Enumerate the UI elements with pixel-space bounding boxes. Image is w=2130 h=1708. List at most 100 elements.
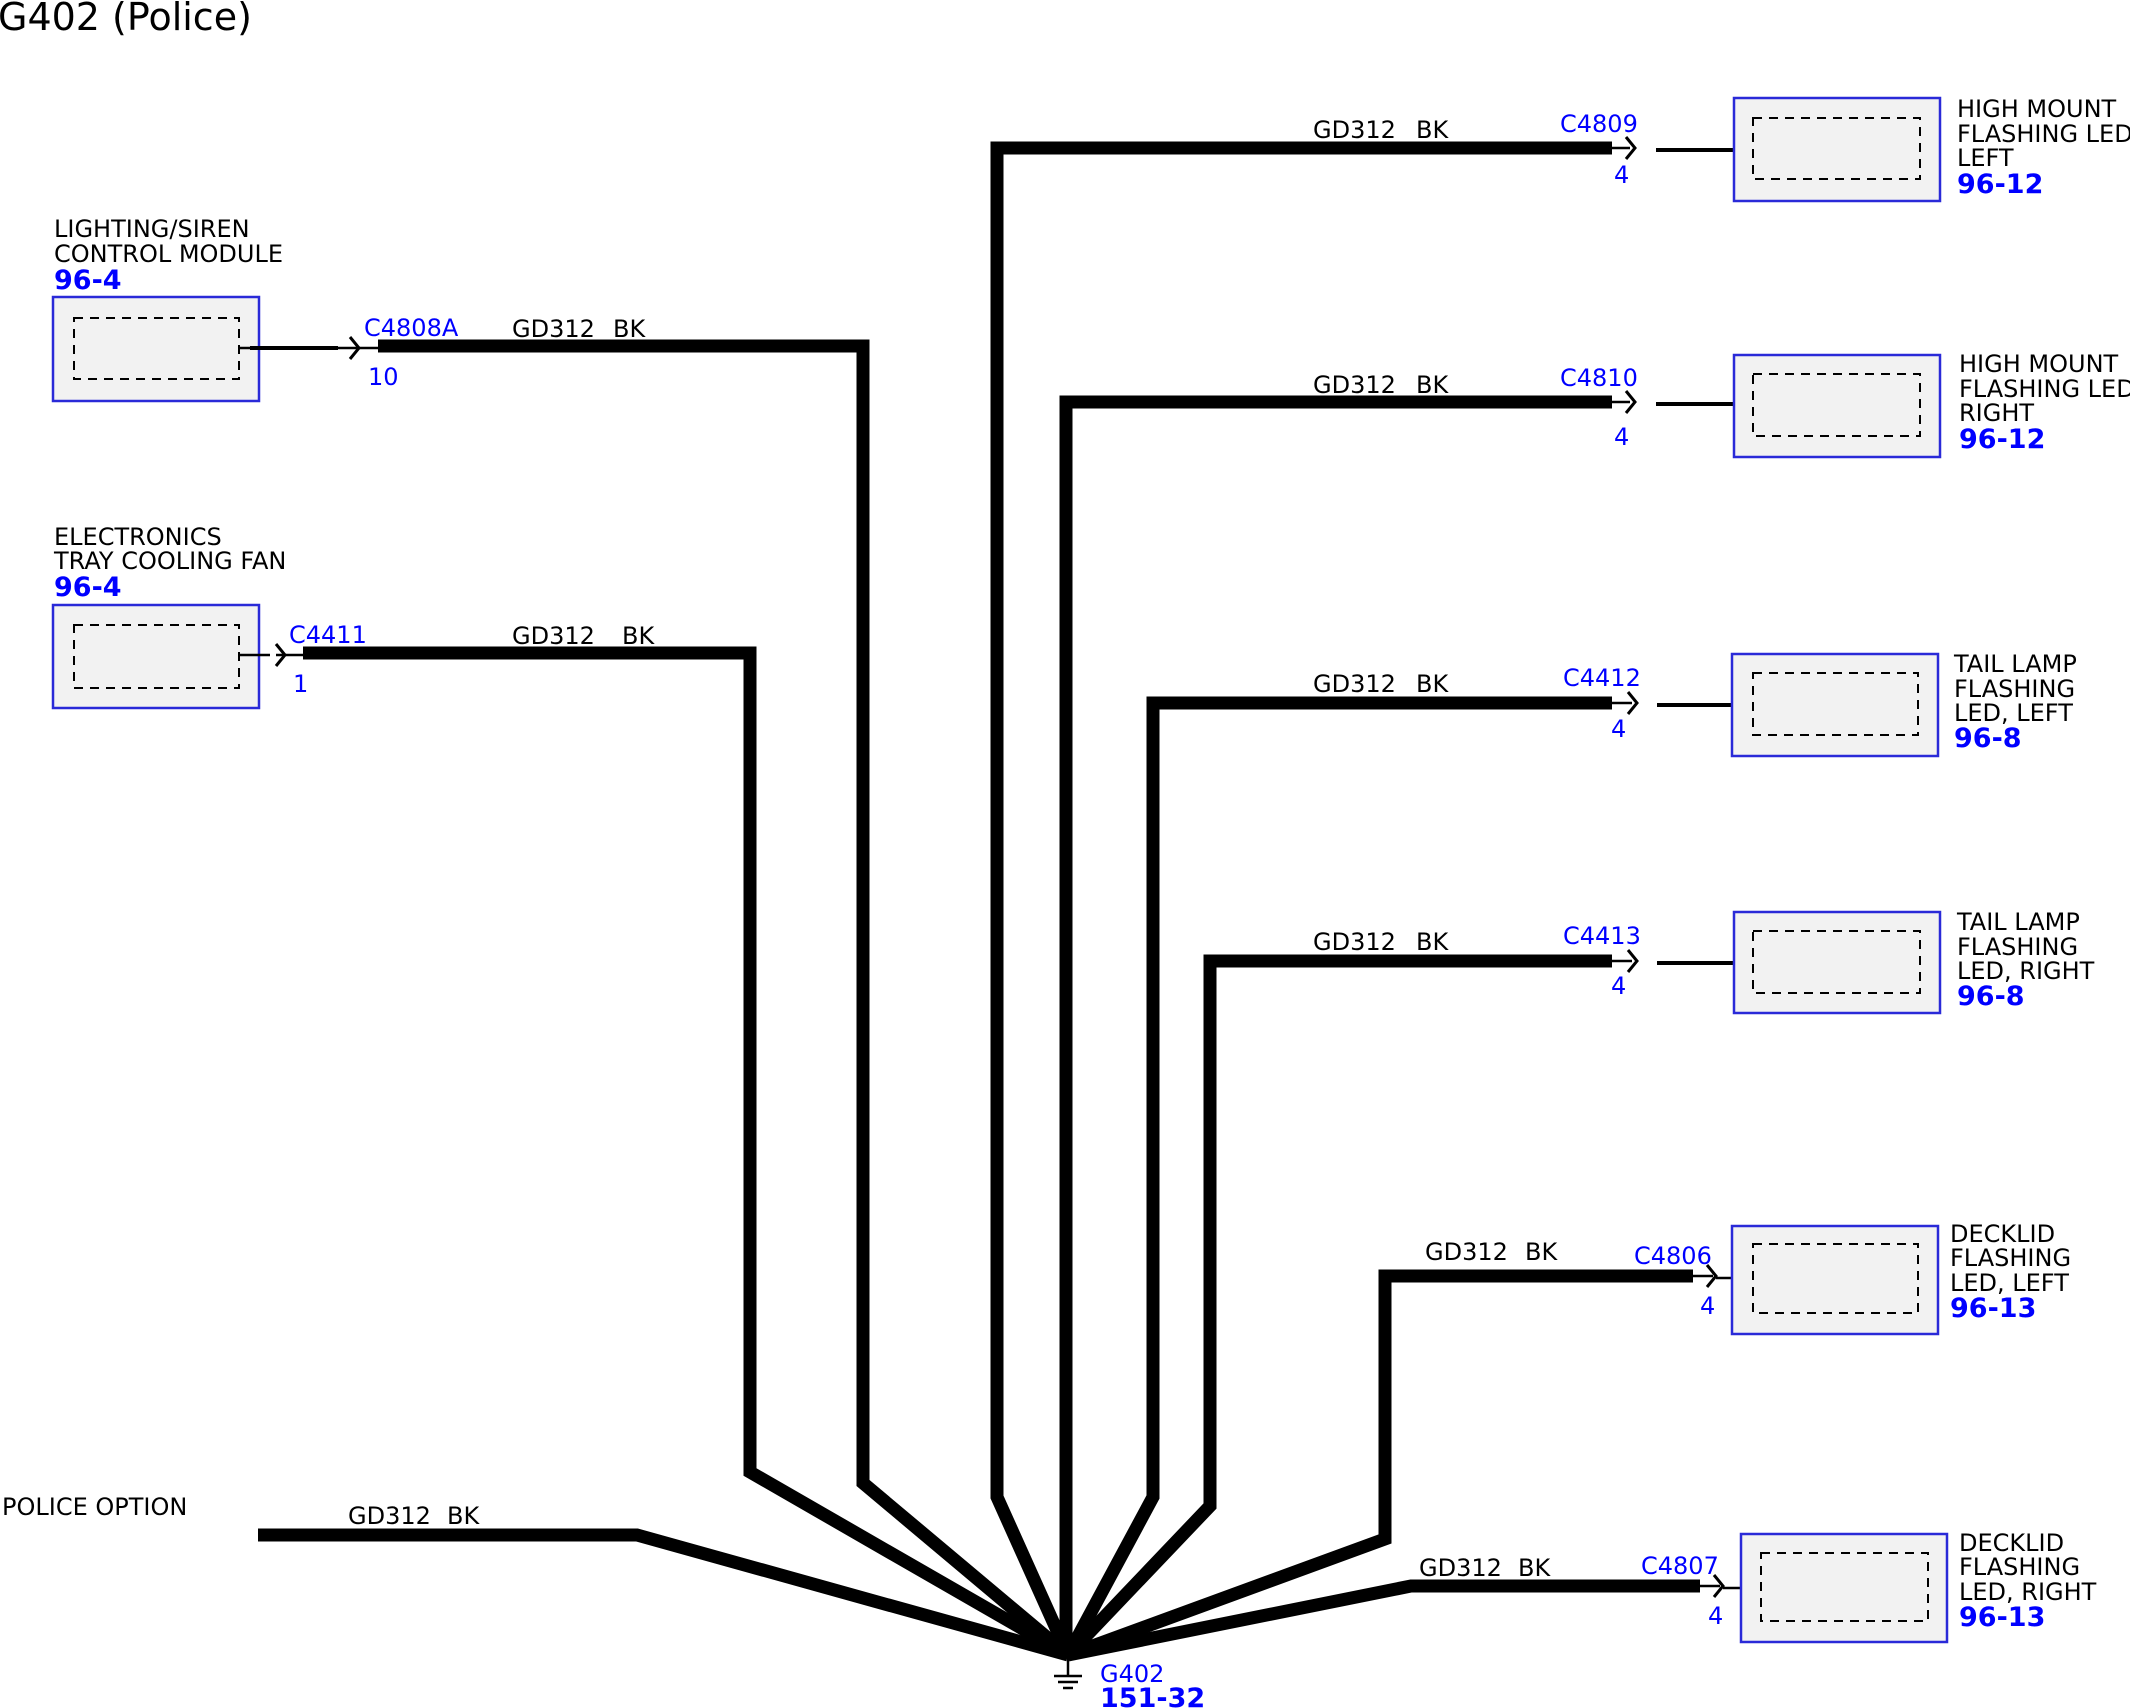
connector-id[interactable]: C4807 — [1641, 1552, 1719, 1580]
wires — [258, 141, 1700, 1662]
component-label: ELECTRONICS — [54, 523, 222, 551]
connector-pin: 4 — [1614, 161, 1629, 189]
component-cooling-fan: ELECTRONICS TRAY COOLING FAN 96-4 C4411 … — [51, 523, 655, 710]
wire-lighting-siren — [378, 339, 1073, 1660]
connector-chevron-icon — [1626, 949, 1639, 973]
wire-color: BK — [1416, 116, 1449, 144]
component-label: FLASHING — [1959, 1553, 2080, 1581]
wire-circuit: GD312 — [1313, 928, 1396, 956]
component-label: FLASHING — [1957, 933, 2078, 961]
connector-pin: 4 — [1700, 1292, 1715, 1320]
wire-circuit: GD312 — [1313, 116, 1396, 144]
connector-pin: 4 — [1611, 972, 1626, 1000]
wire-police-option — [258, 1528, 1070, 1662]
connector-chevron-icon — [1624, 136, 1637, 160]
component-box[interactable] — [51, 603, 261, 710]
connector-id[interactable]: C4808A — [364, 314, 459, 342]
connector-id[interactable]: C4809 — [1560, 110, 1638, 138]
page-reference[interactable]: 96-8 — [1957, 981, 2025, 1012]
wire-color: BK — [1416, 928, 1449, 956]
connector-chevron-icon — [1626, 691, 1639, 715]
wire-circuit: GD312 — [512, 622, 595, 650]
component-decklid-right: GD312 BK C4807 4 DECKLID FLASHING LED, R… — [1419, 1529, 2097, 1644]
wire-circuit: GD312 — [1419, 1554, 1502, 1582]
component-tail-left: GD312 BK C4412 4 TAIL LAMP FLASHING LED,… — [1313, 650, 2077, 758]
wire-hm-left — [990, 141, 1612, 1658]
connector-pin: 10 — [368, 363, 399, 391]
connector-chevron-icon — [1705, 1264, 1718, 1288]
dashed-outline — [1760, 1552, 1929, 1622]
page-reference[interactable]: 96-13 — [1959, 1602, 2045, 1633]
page-reference[interactable]: 96-12 — [1957, 169, 2043, 200]
wire-decklid-right — [1066, 1579, 1700, 1662]
component-box[interactable] — [1732, 353, 1942, 459]
page-reference[interactable]: 96-4 — [54, 572, 122, 603]
ground-g402: G402 151-32 — [1054, 1655, 1205, 1708]
connector-id[interactable]: C4412 — [1563, 664, 1641, 692]
connector-pin: 4 — [1611, 715, 1626, 743]
police-option-label: POLICE OPTION — [2, 1493, 187, 1521]
connector-id[interactable]: C4411 — [289, 621, 367, 649]
wire-color: BK — [613, 315, 646, 343]
component-box[interactable] — [1730, 652, 1940, 758]
dashed-outline — [1752, 672, 1919, 736]
dashed-outline — [1752, 117, 1921, 180]
ground-page-reference[interactable]: 151-32 — [1100, 1683, 1205, 1708]
component-label: DECKLID — [1959, 1529, 2064, 1557]
ground-id[interactable]: G402 — [1100, 1660, 1164, 1688]
wire-circuit: GD312 — [512, 315, 595, 343]
connector-chevron-icon — [1624, 390, 1637, 414]
component-label: TRAY COOLING FAN — [53, 547, 286, 575]
component-label: RIGHT — [1959, 399, 2034, 427]
wire-tail-left — [1062, 696, 1612, 1659]
page-reference[interactable]: 96-8 — [1954, 723, 2022, 754]
wire-tail-right — [1063, 954, 1612, 1660]
component-box[interactable] — [1730, 1224, 1940, 1336]
dashed-outline — [73, 624, 240, 689]
connector-pin: 4 — [1708, 1602, 1723, 1630]
ground-icon — [1054, 1674, 1082, 1690]
connector-id[interactable]: C4806 — [1634, 1242, 1712, 1270]
wire-circuit: GD312 — [348, 1502, 431, 1530]
dashed-outline — [1752, 373, 1921, 437]
police-option: POLICE OPTION GD312 BK — [2, 1493, 480, 1530]
wire-circuit: GD312 — [1313, 670, 1396, 698]
component-hm-right: GD312 BK C4810 4 HIGH MOUNT FLASHING LED… — [1313, 350, 2130, 459]
diagram-title: G402 (Police) — [0, 0, 252, 39]
component-label: TAIL LAMP — [1956, 908, 2080, 936]
wire-circuit: GD312 — [1313, 371, 1396, 399]
component-box[interactable] — [1739, 1532, 1949, 1644]
connector-chevron-icon — [1712, 1574, 1725, 1598]
component-box[interactable] — [1732, 96, 1942, 203]
wire-color: BK — [1416, 670, 1449, 698]
component-label: LED, RIGHT — [1959, 1578, 2097, 1606]
wire-color: BK — [1525, 1238, 1558, 1266]
component-hm-left: GD312 BK C4809 4 HIGH MOUNT FLASHING LED… — [1313, 95, 2130, 203]
wire-color: BK — [1416, 371, 1449, 399]
component-tail-right: GD312 BK C4413 4 TAIL LAMP FLASHING LED,… — [1313, 908, 2095, 1015]
component-label: CONTROL MODULE — [54, 240, 283, 268]
component-label: FLASHING LED, — [1957, 120, 2130, 148]
page-reference[interactable]: 96-13 — [1950, 1293, 2036, 1324]
component-lighting-siren: LIGHTING/SIREN CONTROL MODULE 96-4 C4808… — [51, 215, 646, 403]
component-label: DECKLID — [1950, 1220, 2055, 1248]
wire-cooling-fan — [303, 646, 1072, 1661]
component-decklid-left: GD312 BK C4806 4 DECKLID FLASHING LED, L… — [1425, 1220, 2071, 1336]
component-label: FLASHING LED, — [1959, 375, 2130, 403]
component-label: HIGH MOUNT — [1959, 350, 2119, 378]
connector-id[interactable]: C4413 — [1563, 922, 1641, 950]
page-reference[interactable]: 96-12 — [1959, 424, 2045, 455]
page-reference[interactable]: 96-4 — [54, 265, 122, 296]
component-label: HIGH MOUNT — [1957, 95, 2117, 123]
component-label: FLASHING — [1950, 1244, 2071, 1272]
component-box[interactable] — [1732, 910, 1942, 1015]
wire-decklid-left — [1065, 1269, 1693, 1662]
component-box[interactable] — [51, 295, 261, 403]
connector-id[interactable]: C4810 — [1560, 364, 1638, 392]
dashed-outline — [1752, 930, 1921, 994]
component-label: LED, LEFT — [1950, 1269, 2069, 1297]
component-label: LIGHTING/SIREN — [54, 215, 250, 243]
component-label: LED, LEFT — [1954, 699, 2073, 727]
component-label: FLASHING — [1954, 675, 2075, 703]
